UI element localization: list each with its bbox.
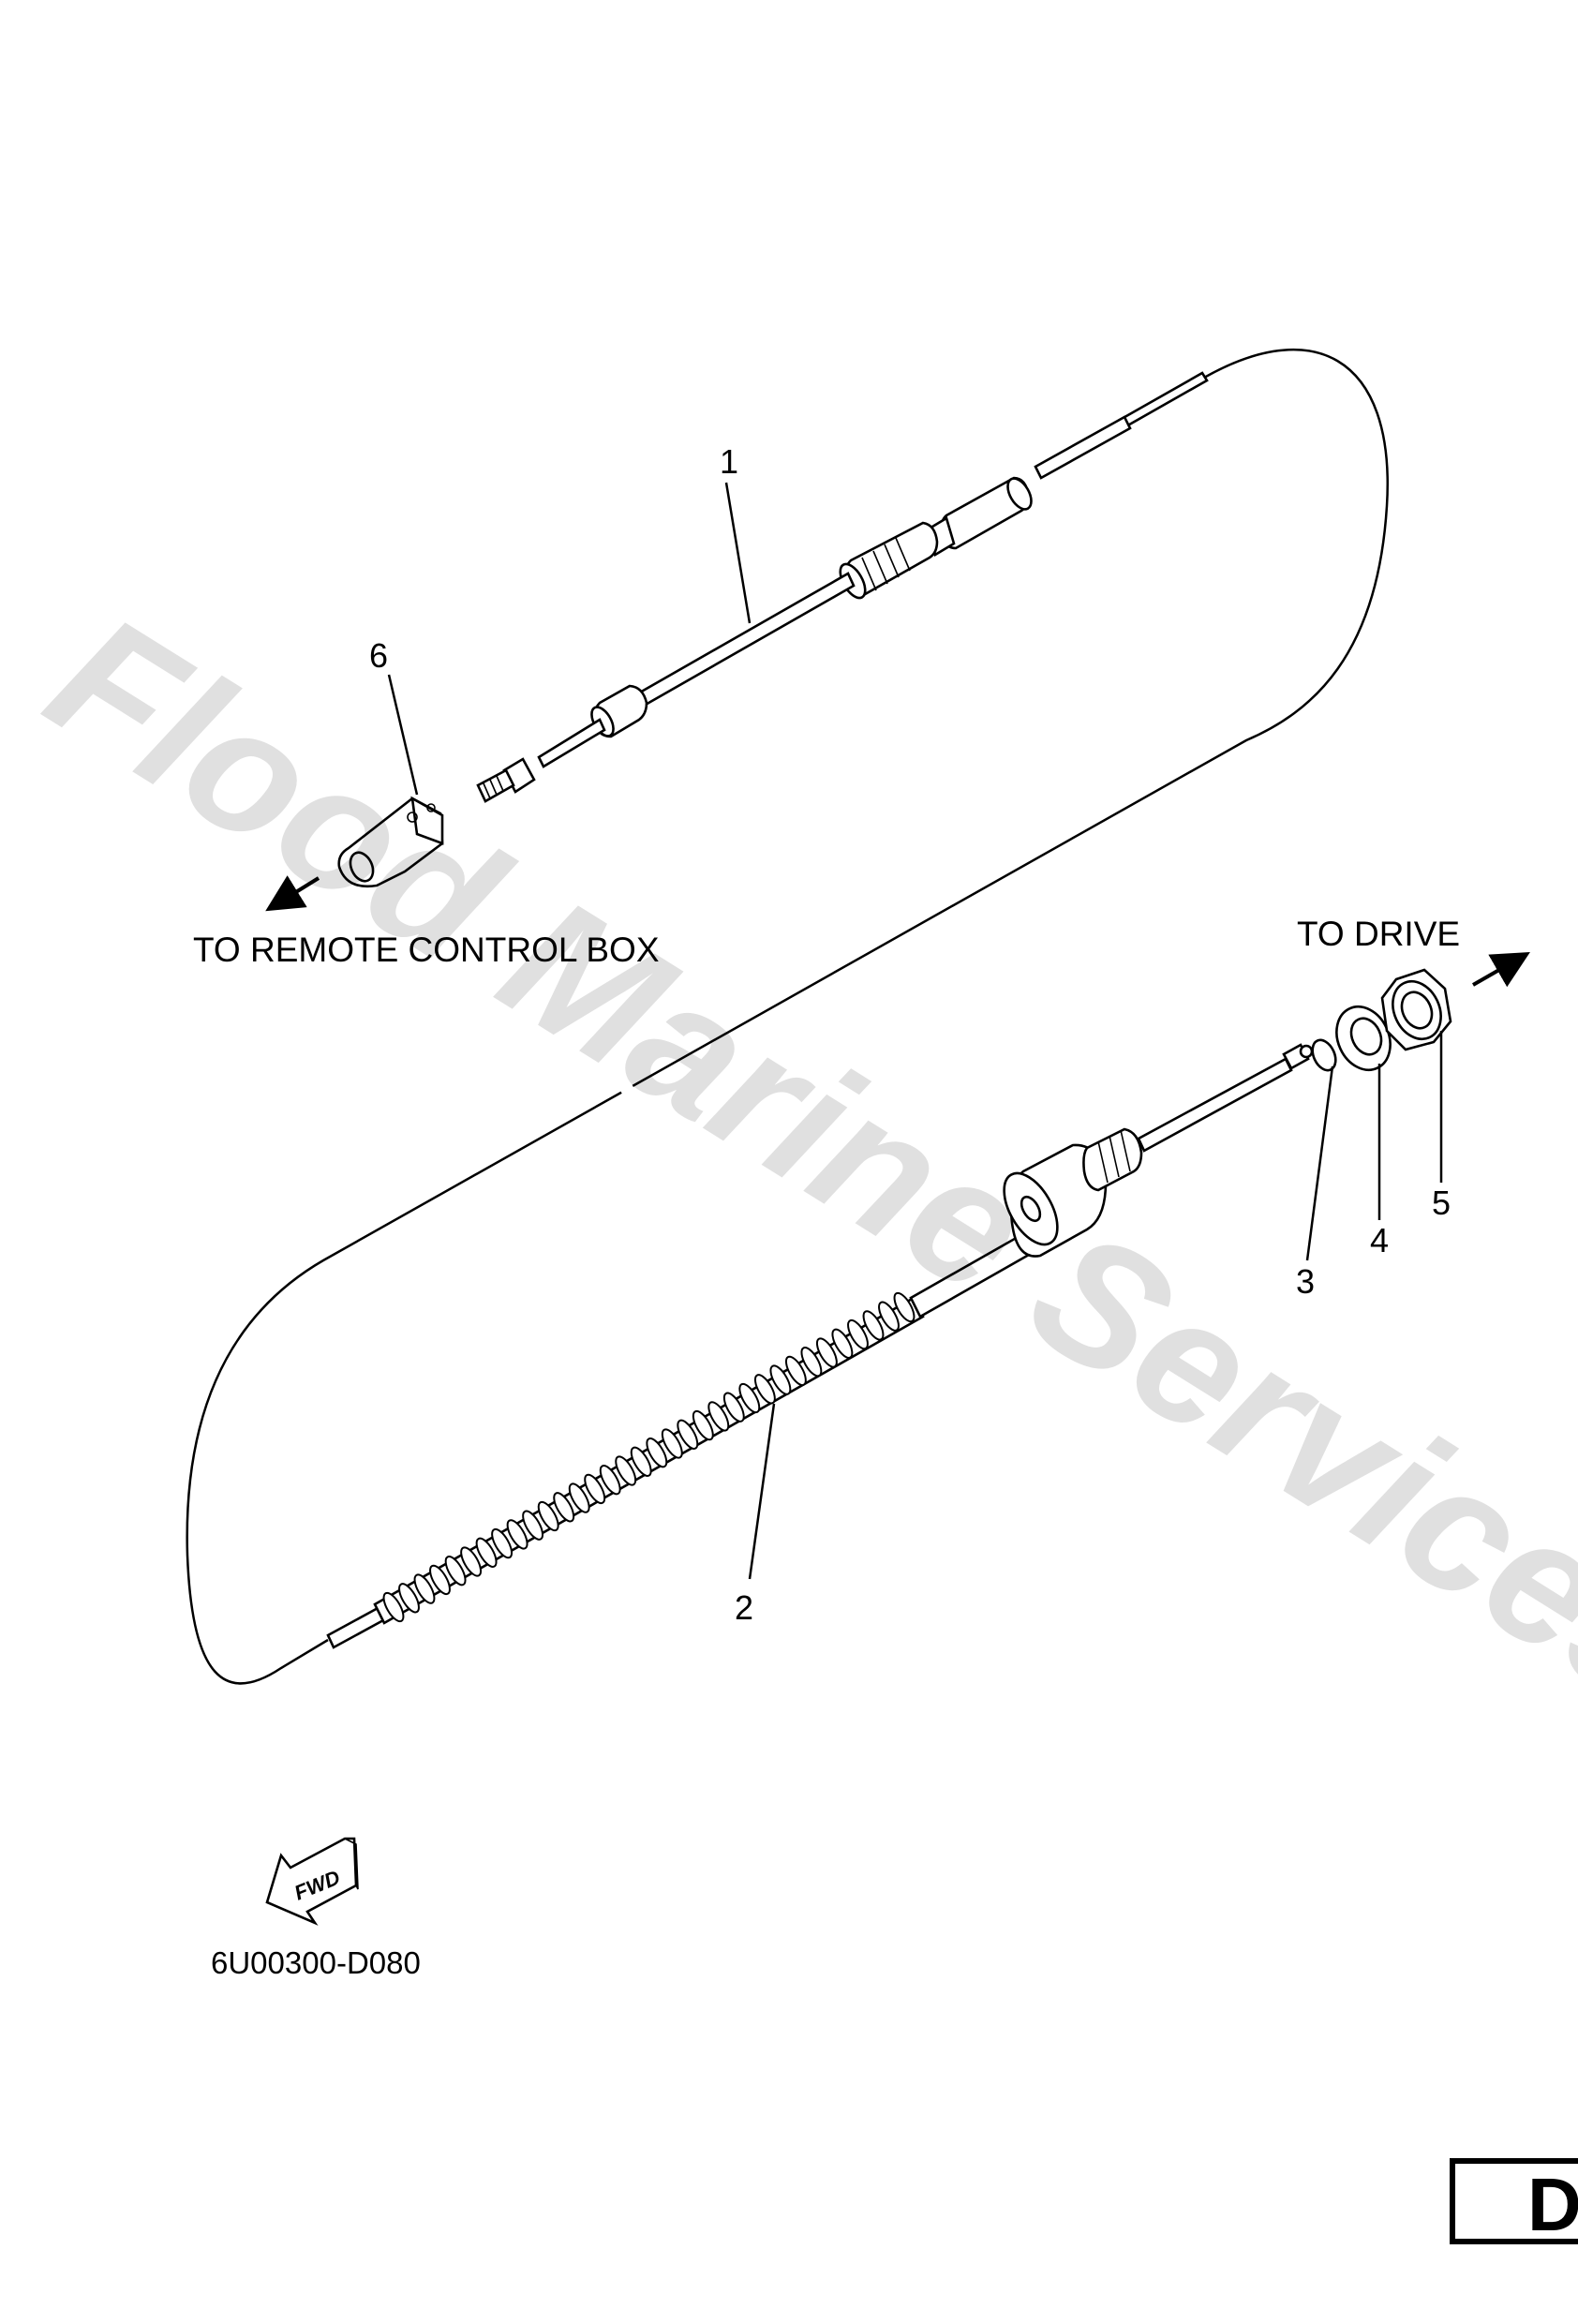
fwd-arrow-icon: FWD bbox=[265, 1837, 359, 1926]
nut-part-5 bbox=[1380, 968, 1452, 1051]
corrugation-ring bbox=[522, 1510, 544, 1541]
corrugation-ring bbox=[599, 1465, 621, 1496]
corrugation-ring bbox=[784, 1355, 807, 1387]
callout-6: 6 bbox=[369, 636, 388, 675]
corrugation-ring bbox=[537, 1500, 559, 1532]
corrugation-ring bbox=[413, 1573, 436, 1604]
corrugation-ring bbox=[584, 1473, 606, 1505]
corrugation-ring bbox=[661, 1428, 683, 1459]
watermark: Flood Marine Services bbox=[17, 576, 1578, 1747]
corrugation-ring bbox=[815, 1337, 838, 1368]
page-tab-letter: D bbox=[1527, 2163, 1578, 2246]
direction-arrows bbox=[265, 875, 1530, 988]
corrugation-ring bbox=[382, 1591, 405, 1623]
corrugation-rings bbox=[382, 1291, 916, 1623]
corrugation-ring bbox=[568, 1482, 590, 1513]
cable-joint-part-6 bbox=[337, 796, 444, 888]
cable-loop-outline bbox=[186, 348, 1390, 1685]
corrugation-ring bbox=[707, 1401, 730, 1432]
corrugation-ring bbox=[800, 1347, 823, 1378]
corrugation-ring bbox=[677, 1419, 699, 1450]
callout-3: 3 bbox=[1296, 1262, 1315, 1301]
corrugation-ring bbox=[398, 1583, 420, 1614]
to-remote-arrow bbox=[265, 875, 320, 912]
page-tab-box: D bbox=[1450, 2158, 1578, 2246]
corrugation-ring bbox=[847, 1318, 869, 1350]
push-pull-cable-lower bbox=[326, 1043, 1314, 1649]
corrugation-ring bbox=[769, 1364, 792, 1395]
callout-1: 1 bbox=[720, 442, 738, 481]
corrugation-ring bbox=[646, 1438, 668, 1468]
corrugation-ring bbox=[615, 1455, 637, 1486]
corrugation-ring bbox=[878, 1301, 900, 1332]
leader-lines bbox=[387, 482, 1443, 1580]
corrugation-ring bbox=[553, 1492, 575, 1523]
callout-5: 5 bbox=[1432, 1184, 1451, 1222]
corrugation-ring bbox=[630, 1446, 652, 1477]
corrugation-ring bbox=[722, 1392, 745, 1423]
corrugation-ring bbox=[831, 1328, 854, 1359]
corrugation-ring bbox=[753, 1374, 776, 1405]
corrugation-ring bbox=[475, 1537, 498, 1568]
corrugation-ring bbox=[862, 1310, 885, 1341]
corrugation-ring bbox=[460, 1546, 483, 1577]
o-ring-part-3 bbox=[1311, 1038, 1337, 1072]
thread-lines-upper bbox=[861, 537, 911, 591]
to-drive-caption: TO DRIVE bbox=[1297, 915, 1460, 953]
corrugation-ring bbox=[692, 1409, 714, 1441]
corrugation-ring bbox=[429, 1564, 451, 1596]
callout-4: 4 bbox=[1370, 1221, 1389, 1259]
corrugation-ring bbox=[491, 1527, 514, 1559]
corrugation-ring bbox=[893, 1291, 916, 1323]
corrugation-ring bbox=[738, 1382, 761, 1414]
corrugation-ring bbox=[506, 1519, 528, 1550]
push-pull-cable-upper bbox=[476, 371, 1209, 803]
callout-2: 2 bbox=[735, 1588, 753, 1627]
figure-code: 6U00300-D080 bbox=[211, 1945, 421, 1980]
to-drive-arrow bbox=[1472, 952, 1530, 988]
corrugation-ring bbox=[444, 1556, 467, 1587]
to-remote-caption: TO REMOTE CONTROL BOX bbox=[193, 931, 660, 969]
